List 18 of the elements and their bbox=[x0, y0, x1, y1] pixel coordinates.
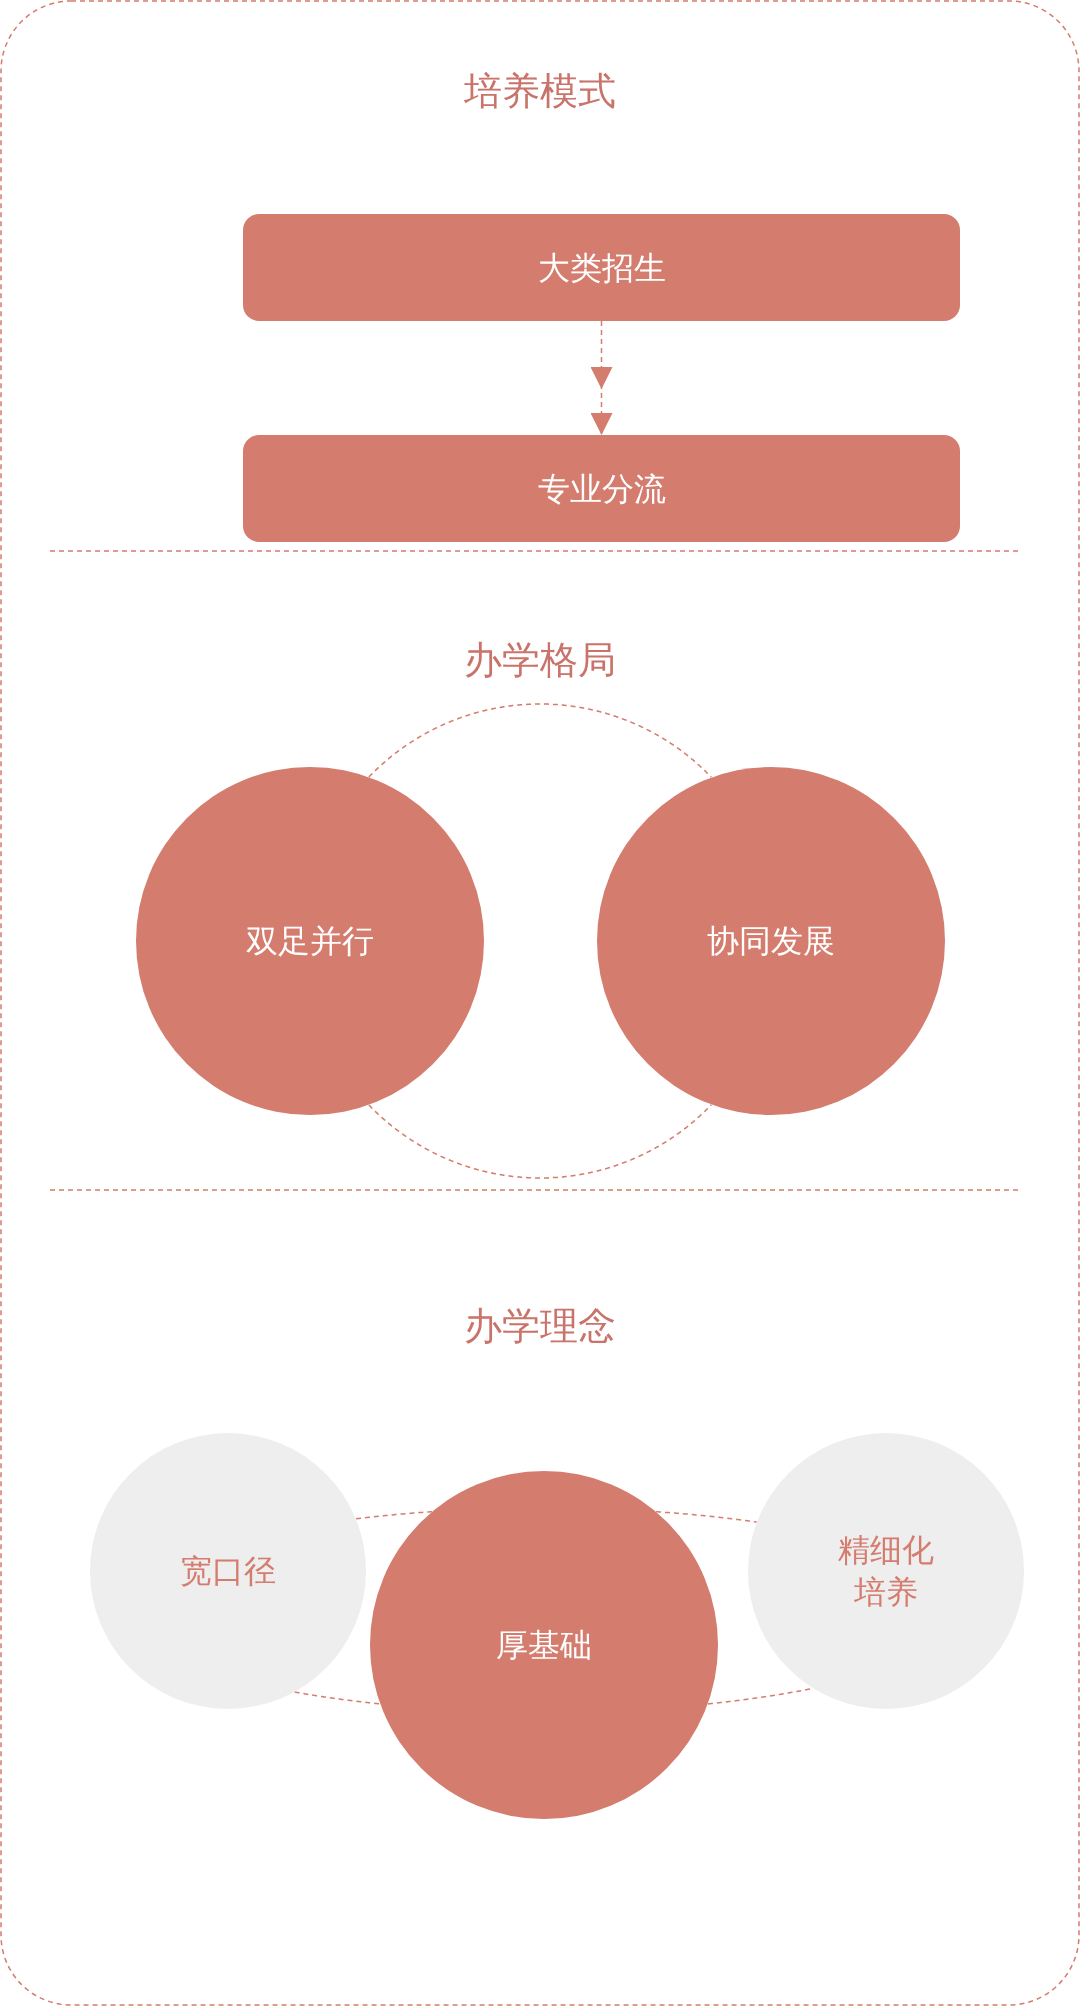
arrow bbox=[591, 320, 613, 436]
connector-line bbox=[368, 703, 713, 779]
node-label: 宽口径 bbox=[180, 1551, 276, 1592]
process-box bbox=[243, 214, 960, 321]
node-label: 协同发展 bbox=[707, 921, 835, 962]
connector-line bbox=[355, 1510, 433, 1520]
connector-line bbox=[368, 1103, 713, 1179]
section-heading: 办学理念 bbox=[464, 1303, 616, 1350]
node-label: 双足并行 bbox=[246, 921, 374, 962]
node-label: 专业分流 bbox=[537, 468, 666, 510]
node-label: 精细化培养 bbox=[837, 1530, 935, 1613]
process-box bbox=[243, 435, 960, 542]
section-heading: 办学格局 bbox=[464, 637, 616, 684]
section-heading: 培养模式 bbox=[464, 68, 616, 115]
connector-line bbox=[655, 1510, 758, 1523]
node-label: 厚基础 bbox=[496, 1625, 592, 1666]
node-label: 大类招生 bbox=[537, 247, 666, 289]
connector-line bbox=[293, 1691, 381, 1705]
